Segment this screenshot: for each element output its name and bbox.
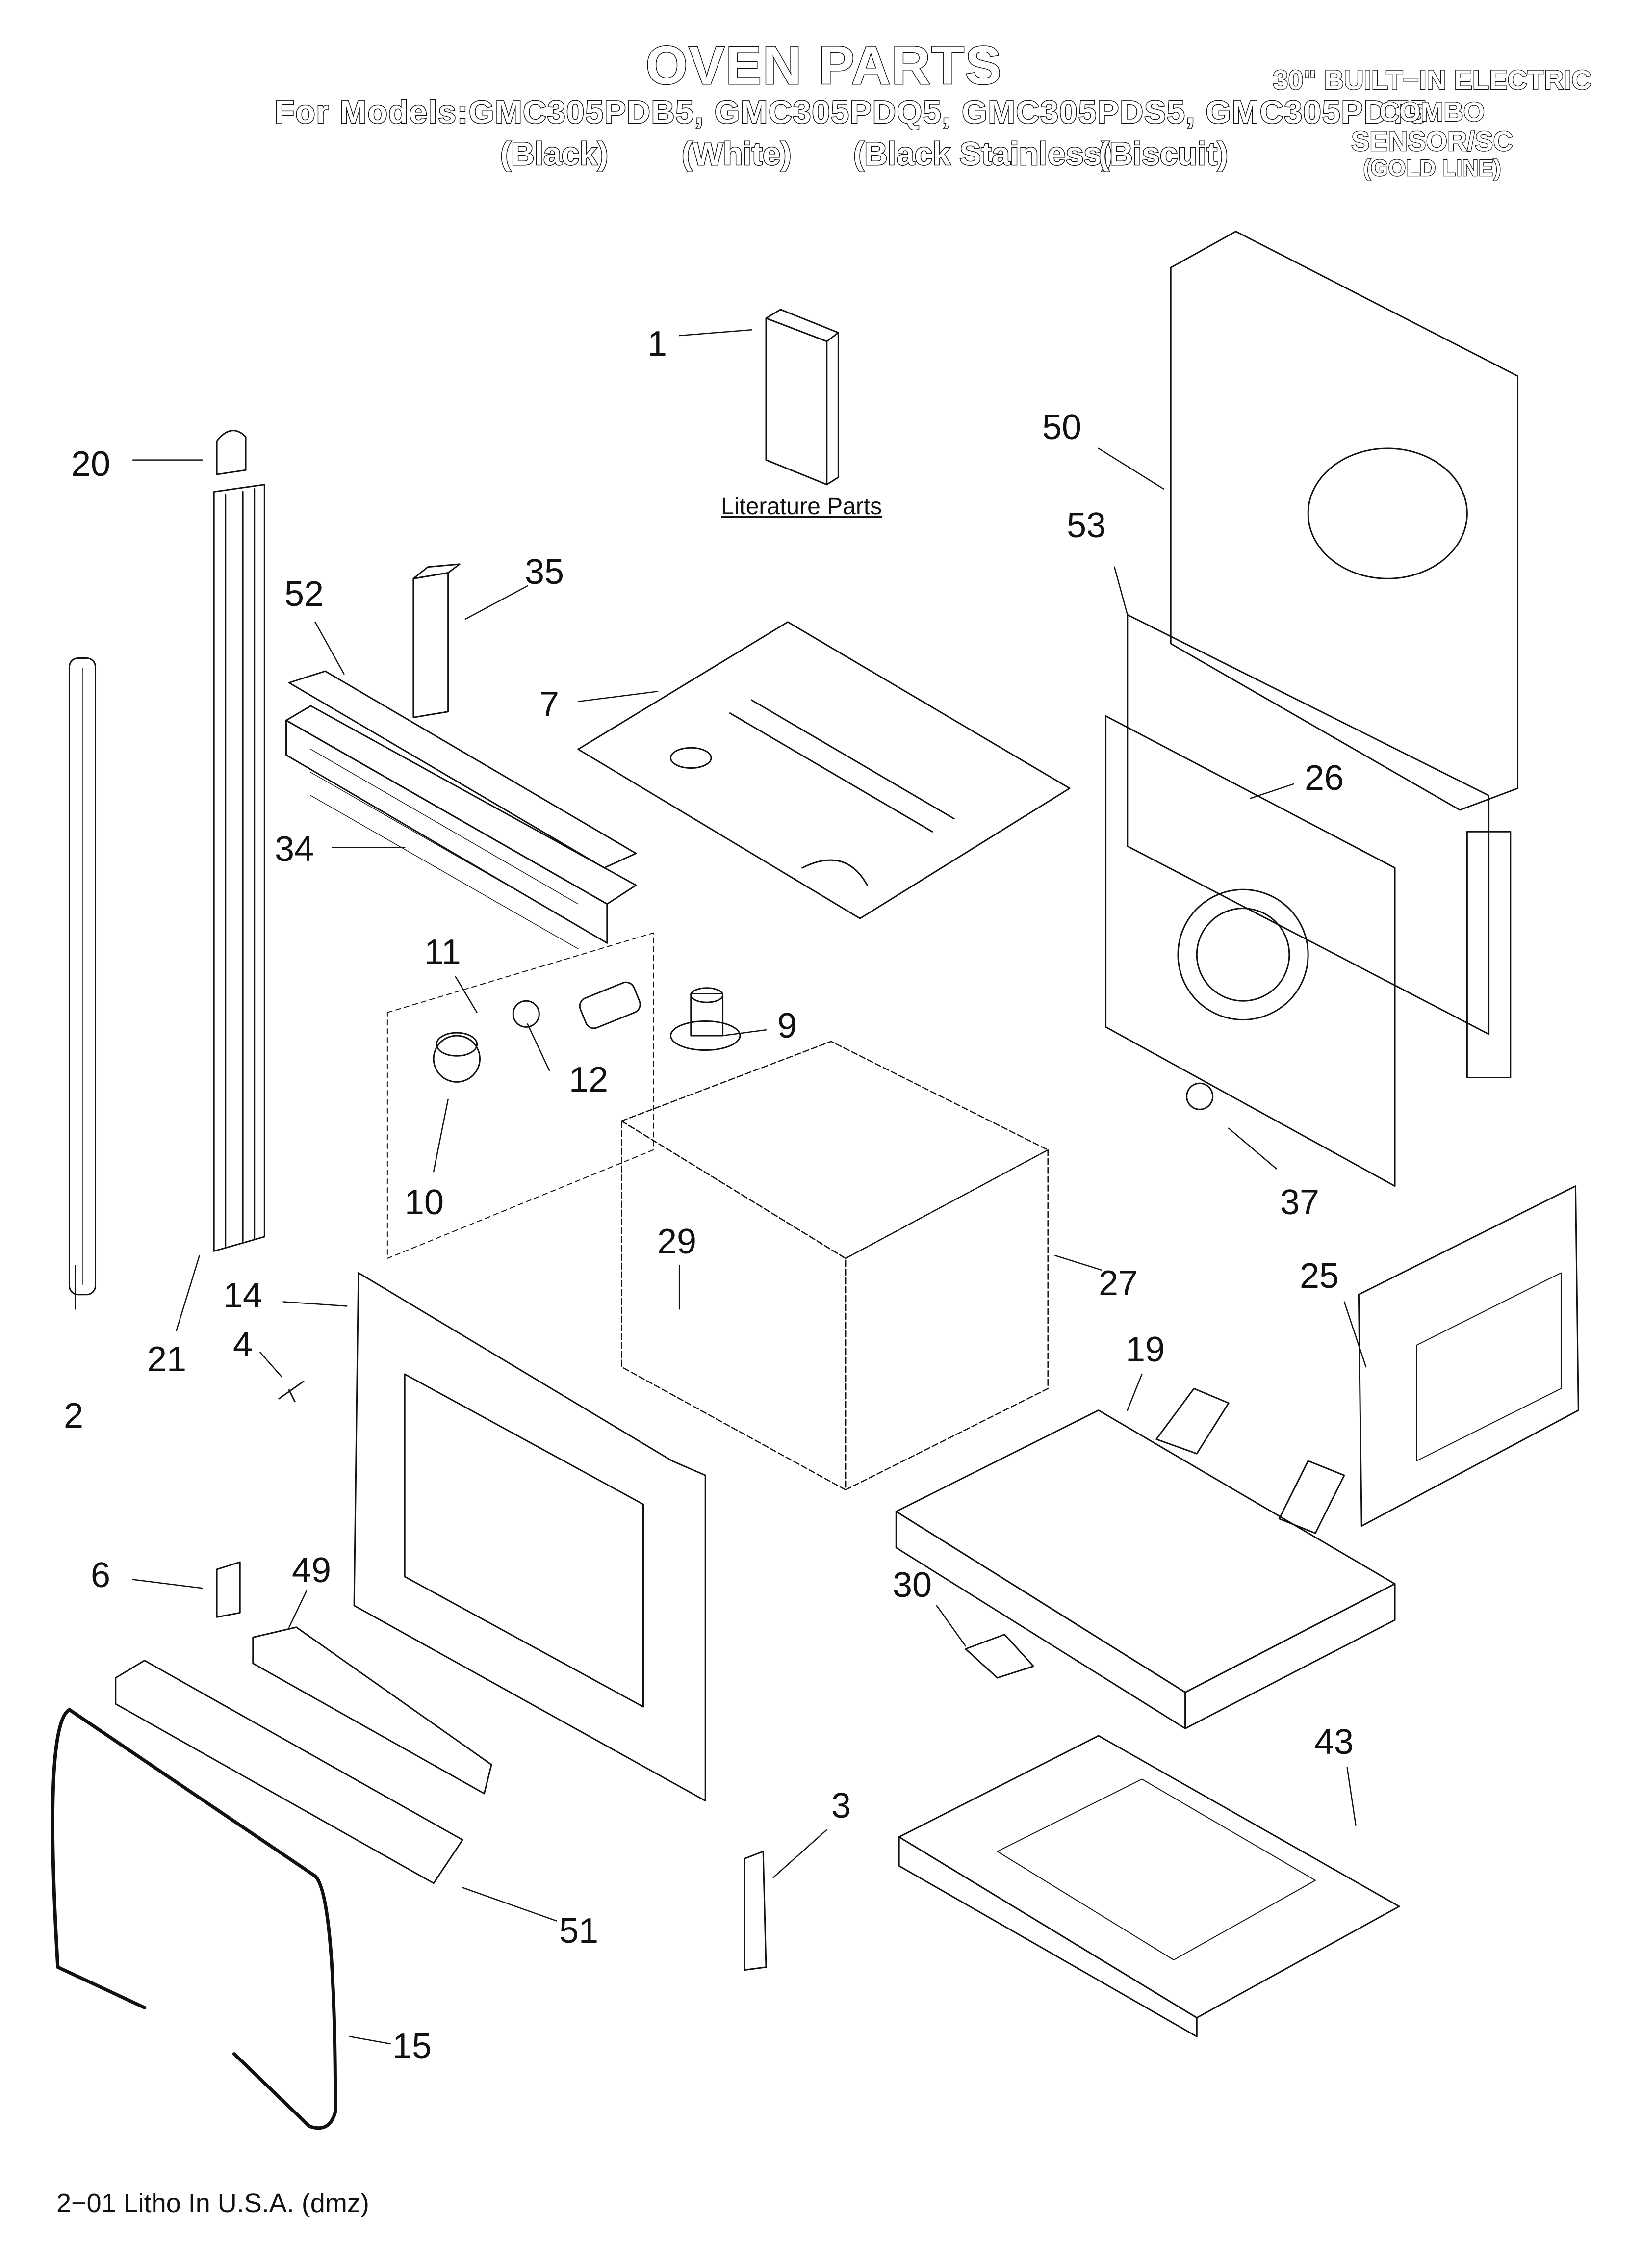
color-white: (White) <box>681 135 793 173</box>
callout-30: 30 <box>893 1565 932 1605</box>
small-clip <box>217 1562 240 1617</box>
product-line-1: 30" BUILT−IN ELECTRIC <box>1272 64 1592 96</box>
side-panel <box>1359 1186 1578 1526</box>
callout-34: 34 <box>275 830 314 869</box>
callout-29: 29 <box>657 1222 697 1261</box>
rear-panel <box>1171 232 1517 810</box>
callout-19: 19 <box>1126 1330 1165 1369</box>
vent-assembly <box>286 671 636 949</box>
product-line-2: COMBO <box>1379 96 1485 128</box>
color-black: (Black) <box>499 135 609 173</box>
callout-49: 49 <box>292 1551 332 1590</box>
screw <box>279 1382 304 1402</box>
models-line: For Models:GMC305PDB5, GMC305PDQ5, GMC30… <box>274 93 1428 131</box>
product-line-3: SENSOR/SC <box>1351 125 1514 157</box>
callout-6: 6 <box>91 1556 111 1595</box>
callout-52: 52 <box>284 574 324 614</box>
callout-1: 1 <box>647 324 667 364</box>
front-trim <box>116 1661 462 1883</box>
callout-2: 2 <box>64 1396 84 1435</box>
bottom-tray <box>899 1736 1399 2036</box>
callout-35: 35 <box>525 552 564 592</box>
callout-51: 51 <box>559 1911 599 1951</box>
leader-lines <box>75 330 1366 2044</box>
back-wall <box>1106 615 1511 1186</box>
light-socket <box>670 988 740 1050</box>
switch-group-box <box>387 933 653 1258</box>
callout-53: 53 <box>1067 506 1106 545</box>
diagram-title: OVEN PARTS <box>645 35 1002 97</box>
footer-litho-note: 2−01 Litho In U.S.A. (dmz) <box>56 2189 369 2218</box>
callout-37: 37 <box>1280 1183 1320 1222</box>
product-line-4: (GOLD LINE) <box>1362 155 1502 182</box>
callout-9: 9 <box>777 1006 797 1045</box>
spring-clip <box>966 1635 1034 1678</box>
callout-20: 20 <box>71 444 111 484</box>
callout-43: 43 <box>1314 1722 1354 1762</box>
literature-parts-label: Literature Parts <box>721 494 882 520</box>
trim-strip <box>69 658 95 1294</box>
callout-14: 14 <box>223 1276 263 1315</box>
callout-15: 15 <box>392 2027 432 2066</box>
front-frame <box>354 1273 705 1801</box>
callout-50: 50 <box>1042 408 1082 447</box>
insulation-pan <box>896 1388 1395 1728</box>
top-shield <box>578 622 1070 918</box>
door-gasket <box>52 1710 335 2128</box>
lower-channel <box>253 1627 491 1794</box>
callout-3: 3 <box>831 1786 851 1825</box>
callout-4: 4 <box>233 1325 253 1364</box>
hinge-bracket <box>744 1851 766 1970</box>
literature-book <box>766 310 838 485</box>
color-biscuit: (Biscuit) <box>1098 135 1229 173</box>
temp-sensor <box>1187 1083 1213 1109</box>
side-rail <box>214 485 264 1251</box>
callout-26: 26 <box>1305 758 1344 798</box>
callout-25: 25 <box>1300 1256 1339 1296</box>
callout-7: 7 <box>539 685 560 724</box>
vertical-bracket <box>413 573 448 718</box>
callout-11: 11 <box>424 933 461 972</box>
vertical-bracket-top <box>413 564 460 578</box>
callout-27: 27 <box>1099 1264 1138 1303</box>
callout-10: 10 <box>405 1183 444 1222</box>
color-black-stainless: (Black Stainless) <box>852 135 1113 173</box>
callout-21: 21 <box>147 1340 187 1379</box>
oven-cavity <box>621 1042 1048 1490</box>
callout-12: 12 <box>569 1060 609 1099</box>
end-cap <box>217 431 246 474</box>
